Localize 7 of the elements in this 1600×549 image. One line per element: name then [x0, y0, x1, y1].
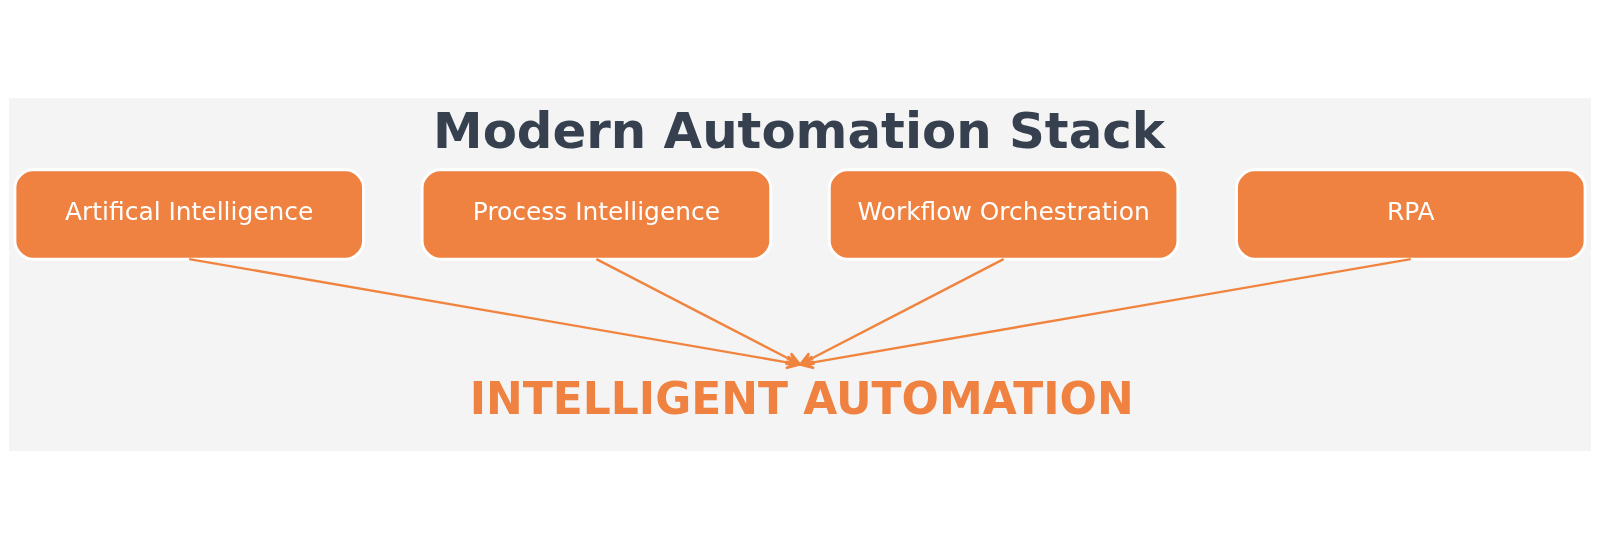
diagram-title: Modern Automation Stack	[433, 102, 1165, 161]
node-box: RPA	[1235, 168, 1587, 261]
node-box: Workflow Orchestration	[827, 168, 1180, 261]
node-box: Artifical Intelligence	[13, 168, 365, 261]
node-box: Process Intelligence	[420, 168, 773, 261]
arrow	[595, 258, 802, 366]
node-text: INTELLIGENT AUTOMATION	[469, 373, 1134, 425]
